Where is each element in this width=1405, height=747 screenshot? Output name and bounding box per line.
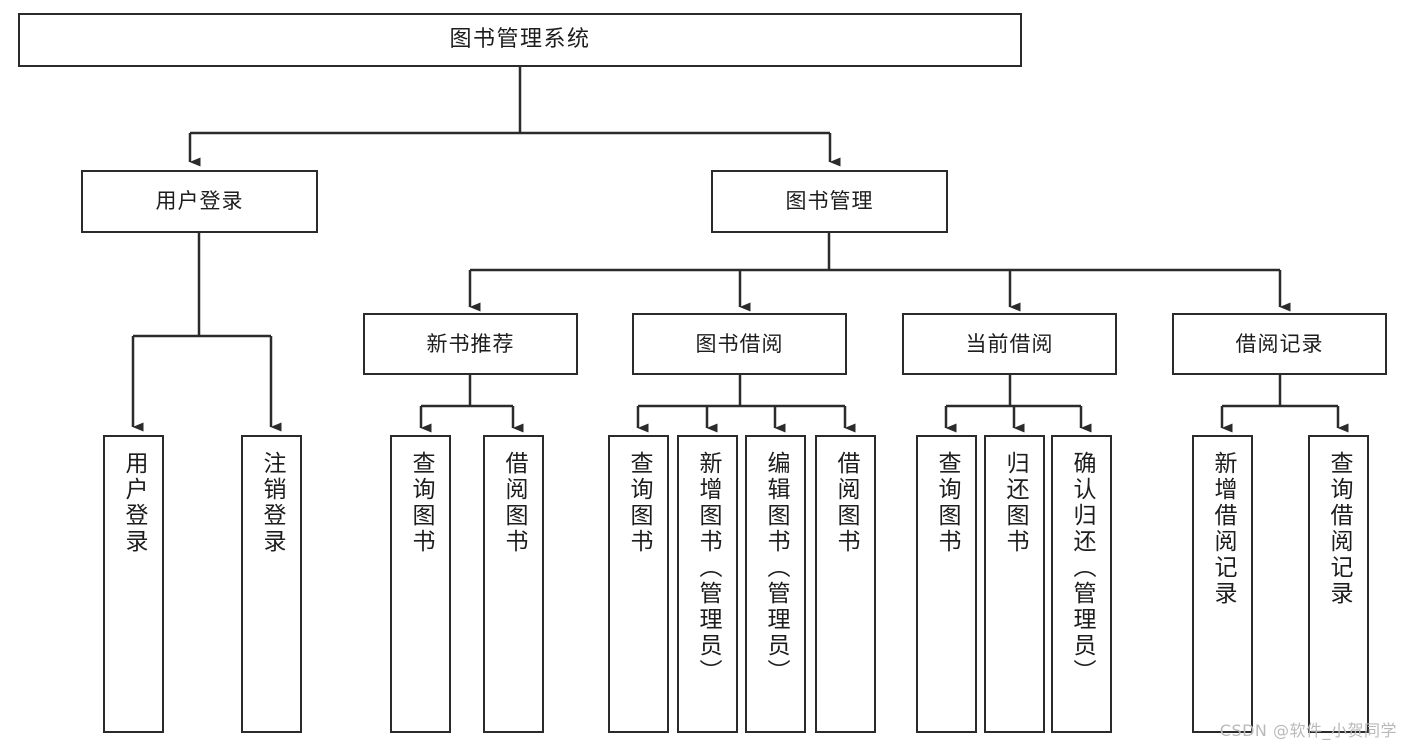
- node-label: 图书管理: [785, 189, 874, 214]
- node-borrow-record[interactable]: 借阅记录: [1172, 313, 1387, 375]
- leaf-book-borrow-edit-book-admin[interactable]: 编辑图书（管理员）: [745, 435, 806, 733]
- leaf-new-book-query-books[interactable]: 查询图书: [390, 435, 451, 733]
- node-book-borrow[interactable]: 图书借阅: [632, 313, 847, 375]
- leaf-book-borrow-borrow-books[interactable]: 借阅图书: [815, 435, 876, 733]
- leaf-book-borrow-query-books[interactable]: 查询图书: [608, 435, 669, 733]
- node-user-login[interactable]: 用户登录: [81, 170, 318, 233]
- node-label: 确认归还（管理员）: [1069, 451, 1095, 685]
- leaf-book-borrow-add-book-admin[interactable]: 新增图书（管理员）: [677, 435, 738, 733]
- node-label: 当前借阅: [965, 331, 1054, 356]
- node-label: 借阅记录: [1235, 331, 1324, 356]
- node-label: 用户登录: [155, 189, 244, 214]
- node-label: 查询借阅记录: [1326, 451, 1352, 607]
- node-root-system[interactable]: 图书管理系统: [18, 13, 1022, 67]
- node-label: 查询图书: [626, 451, 652, 555]
- leaf-current-borrow-query-books[interactable]: 查询图书: [916, 435, 977, 733]
- node-label: 查询图书: [934, 451, 960, 555]
- watermark-text: CSDN @软件_小贺同学: [1219, 721, 1397, 740]
- node-label: 新书推荐: [426, 331, 515, 356]
- leaf-user-login-signout[interactable]: 注销登录: [241, 435, 302, 733]
- node-new-book-recommend[interactable]: 新书推荐: [363, 313, 578, 375]
- leaf-user-login-signin[interactable]: 用户登录: [103, 435, 164, 733]
- node-label: 图书借阅: [695, 331, 784, 356]
- node-book-management[interactable]: 图书管理: [711, 170, 948, 233]
- leaf-borrow-record-query-record[interactable]: 查询借阅记录: [1308, 435, 1369, 733]
- node-label: 新增图书（管理员）: [695, 451, 721, 685]
- leaf-new-book-borrow-books[interactable]: 借阅图书: [483, 435, 544, 733]
- leaf-borrow-record-add-record[interactable]: 新增借阅记录: [1192, 435, 1253, 733]
- node-label: 归还图书: [1002, 451, 1028, 555]
- node-label: 注销登录: [259, 451, 285, 555]
- node-label: 查询图书: [408, 451, 434, 555]
- node-label: 编辑图书（管理员）: [763, 451, 789, 685]
- leaf-current-borrow-confirm-return-admin[interactable]: 确认归还（管理员）: [1051, 435, 1112, 733]
- leaf-current-borrow-return-books[interactable]: 归还图书: [984, 435, 1045, 733]
- node-label: 新增借阅记录: [1210, 451, 1236, 607]
- node-current-borrow[interactable]: 当前借阅: [902, 313, 1117, 375]
- node-label: 借阅图书: [501, 451, 527, 555]
- node-label: 用户登录: [121, 451, 147, 555]
- node-label: 借阅图书: [833, 451, 859, 555]
- node-label: 图书管理系统: [449, 27, 591, 53]
